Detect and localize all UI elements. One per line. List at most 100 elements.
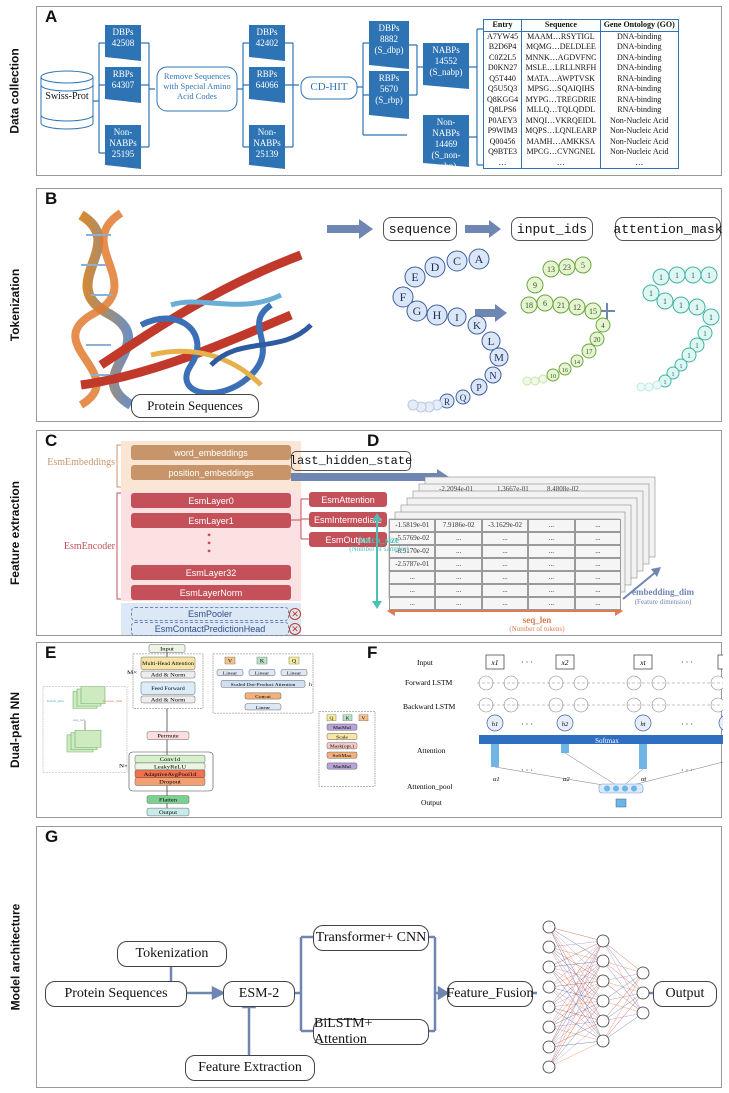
- linear-box-label: Linear: [287, 672, 302, 676]
- batch-size-sub: (Number of samples): [349, 545, 409, 553]
- esm-layer-0: EsmLayer0: [131, 493, 291, 508]
- panel-letter-e: E: [45, 643, 57, 662]
- h-label: h: [309, 682, 312, 687]
- id-value: 17: [586, 348, 594, 356]
- tensor-cell: -2.5787e-01: [389, 558, 436, 571]
- nn-edge: [548, 940, 604, 1028]
- residue-bead: [392, 286, 414, 308]
- mask-value: 1: [679, 301, 683, 310]
- esm-layer-32: EsmLayer32: [131, 565, 291, 580]
- nn-edge: [602, 960, 644, 974]
- nn-edge: [548, 940, 604, 948]
- nn-node: [596, 994, 610, 1008]
- mask-value: 1: [649, 289, 653, 298]
- table-cell: MNNK…AGDVFNC: [521, 52, 601, 63]
- pool-node: [604, 785, 610, 792]
- dots: · · ·: [521, 720, 533, 729]
- x-label: x1: [490, 658, 498, 667]
- table-cell: MPSG…SQAIQIHS: [521, 84, 601, 95]
- feature-cube: [74, 730, 102, 748]
- disabled-x-icon: ✕: [289, 608, 301, 620]
- backward-lstm-cell: [503, 697, 519, 713]
- cube-seq-label: seq_len: [73, 718, 85, 721]
- qkv-box: [288, 656, 300, 665]
- conv-block-frame: [128, 751, 214, 792]
- h-label: h2: [562, 721, 569, 728]
- panel-letter-f: F: [367, 643, 378, 662]
- panel-b: B Protein Sequences sequence input_i: [36, 188, 723, 422]
- mask-value: 1: [675, 271, 679, 280]
- attention-weight-bar: [491, 743, 499, 767]
- mask-bead: [674, 358, 688, 372]
- nn-node: [636, 1006, 650, 1020]
- tensor-cell: ...: [574, 571, 622, 584]
- table-cell: MPCG…CVNGNEL: [521, 147, 601, 158]
- n-times: N×: [119, 763, 129, 769]
- dots: · · ·: [521, 658, 533, 667]
- panel-g: G Protein Sequences Tokenization ESM-2 T…: [36, 826, 722, 1088]
- h-label: ht: [640, 721, 645, 728]
- avgpool-box-label: AdaptiveAvgPool1d: [144, 772, 197, 777]
- batch-size-label: batch_size (Number of samples): [337, 535, 421, 553]
- table-cell: MYPG…TREGDRIE: [521, 94, 601, 105]
- table-cell: MQPS…LQNLEARP: [521, 126, 601, 137]
- mask-value: 1: [691, 271, 695, 280]
- mask-bead: [666, 366, 680, 380]
- dots: · · ·: [681, 766, 693, 775]
- residue-letter: N: [489, 371, 496, 382]
- add-norm-box-label: Add & Norm: [151, 698, 186, 703]
- table-cell: B2D6P4: [482, 42, 523, 53]
- table-cell: MATA…AWPTVSK: [521, 73, 601, 84]
- dots: · · ·: [681, 658, 693, 667]
- residue-letter: M: [494, 352, 504, 364]
- nn-edge: [548, 940, 604, 968]
- table-cell: RNA-binding: [599, 73, 679, 84]
- pool-node: [613, 785, 619, 792]
- softmax-box: [326, 751, 358, 759]
- cube-batch-label: batch_size: [47, 700, 64, 703]
- nn-node: [596, 1034, 610, 1048]
- id-bead: [584, 302, 602, 320]
- mask-value: 1: [687, 352, 691, 360]
- qkv-label: K: [346, 717, 350, 721]
- nn-node: [542, 980, 556, 994]
- matmul-box-label: MatMul: [333, 726, 352, 730]
- tensor-cell: ...: [574, 584, 622, 597]
- residue-letter: P: [476, 383, 482, 394]
- ff-box-label: Feed Forward: [151, 687, 185, 692]
- id-value: 6: [543, 299, 547, 308]
- residue-bead: [446, 250, 468, 272]
- residue-bead: [467, 315, 487, 335]
- esm-pooler: EsmPooler: [131, 607, 289, 621]
- disabled-x-icon: ✕: [289, 623, 301, 635]
- fade-bead: [522, 376, 532, 386]
- esm-intermediate: EsmIntermediate: [309, 512, 387, 527]
- tensor-cell: ...: [389, 584, 436, 597]
- linear-out-box-label: Linear: [256, 706, 271, 710]
- id-value: 13: [547, 265, 555, 274]
- residue-letter: C: [453, 254, 461, 268]
- mask-bead: [681, 347, 697, 363]
- id-value: 18: [525, 301, 533, 310]
- matmul-box: [326, 723, 358, 731]
- qkv-box: [224, 656, 236, 665]
- side-label-feature-extraction: Feature extraction: [8, 480, 23, 586]
- residue-bead: [468, 248, 490, 270]
- forward-lstm-cell: [573, 675, 589, 691]
- protein-sequences-box: Protein Sequences: [45, 981, 187, 1007]
- residue-bead: [424, 256, 446, 278]
- tensor-cell: ...: [481, 571, 529, 584]
- linear-box: [248, 669, 276, 676]
- tensor-cell: ...: [574, 532, 622, 545]
- axis-arrow: [372, 513, 382, 521]
- softmax-label: Softmax: [595, 737, 619, 745]
- hidden-state: [486, 714, 504, 732]
